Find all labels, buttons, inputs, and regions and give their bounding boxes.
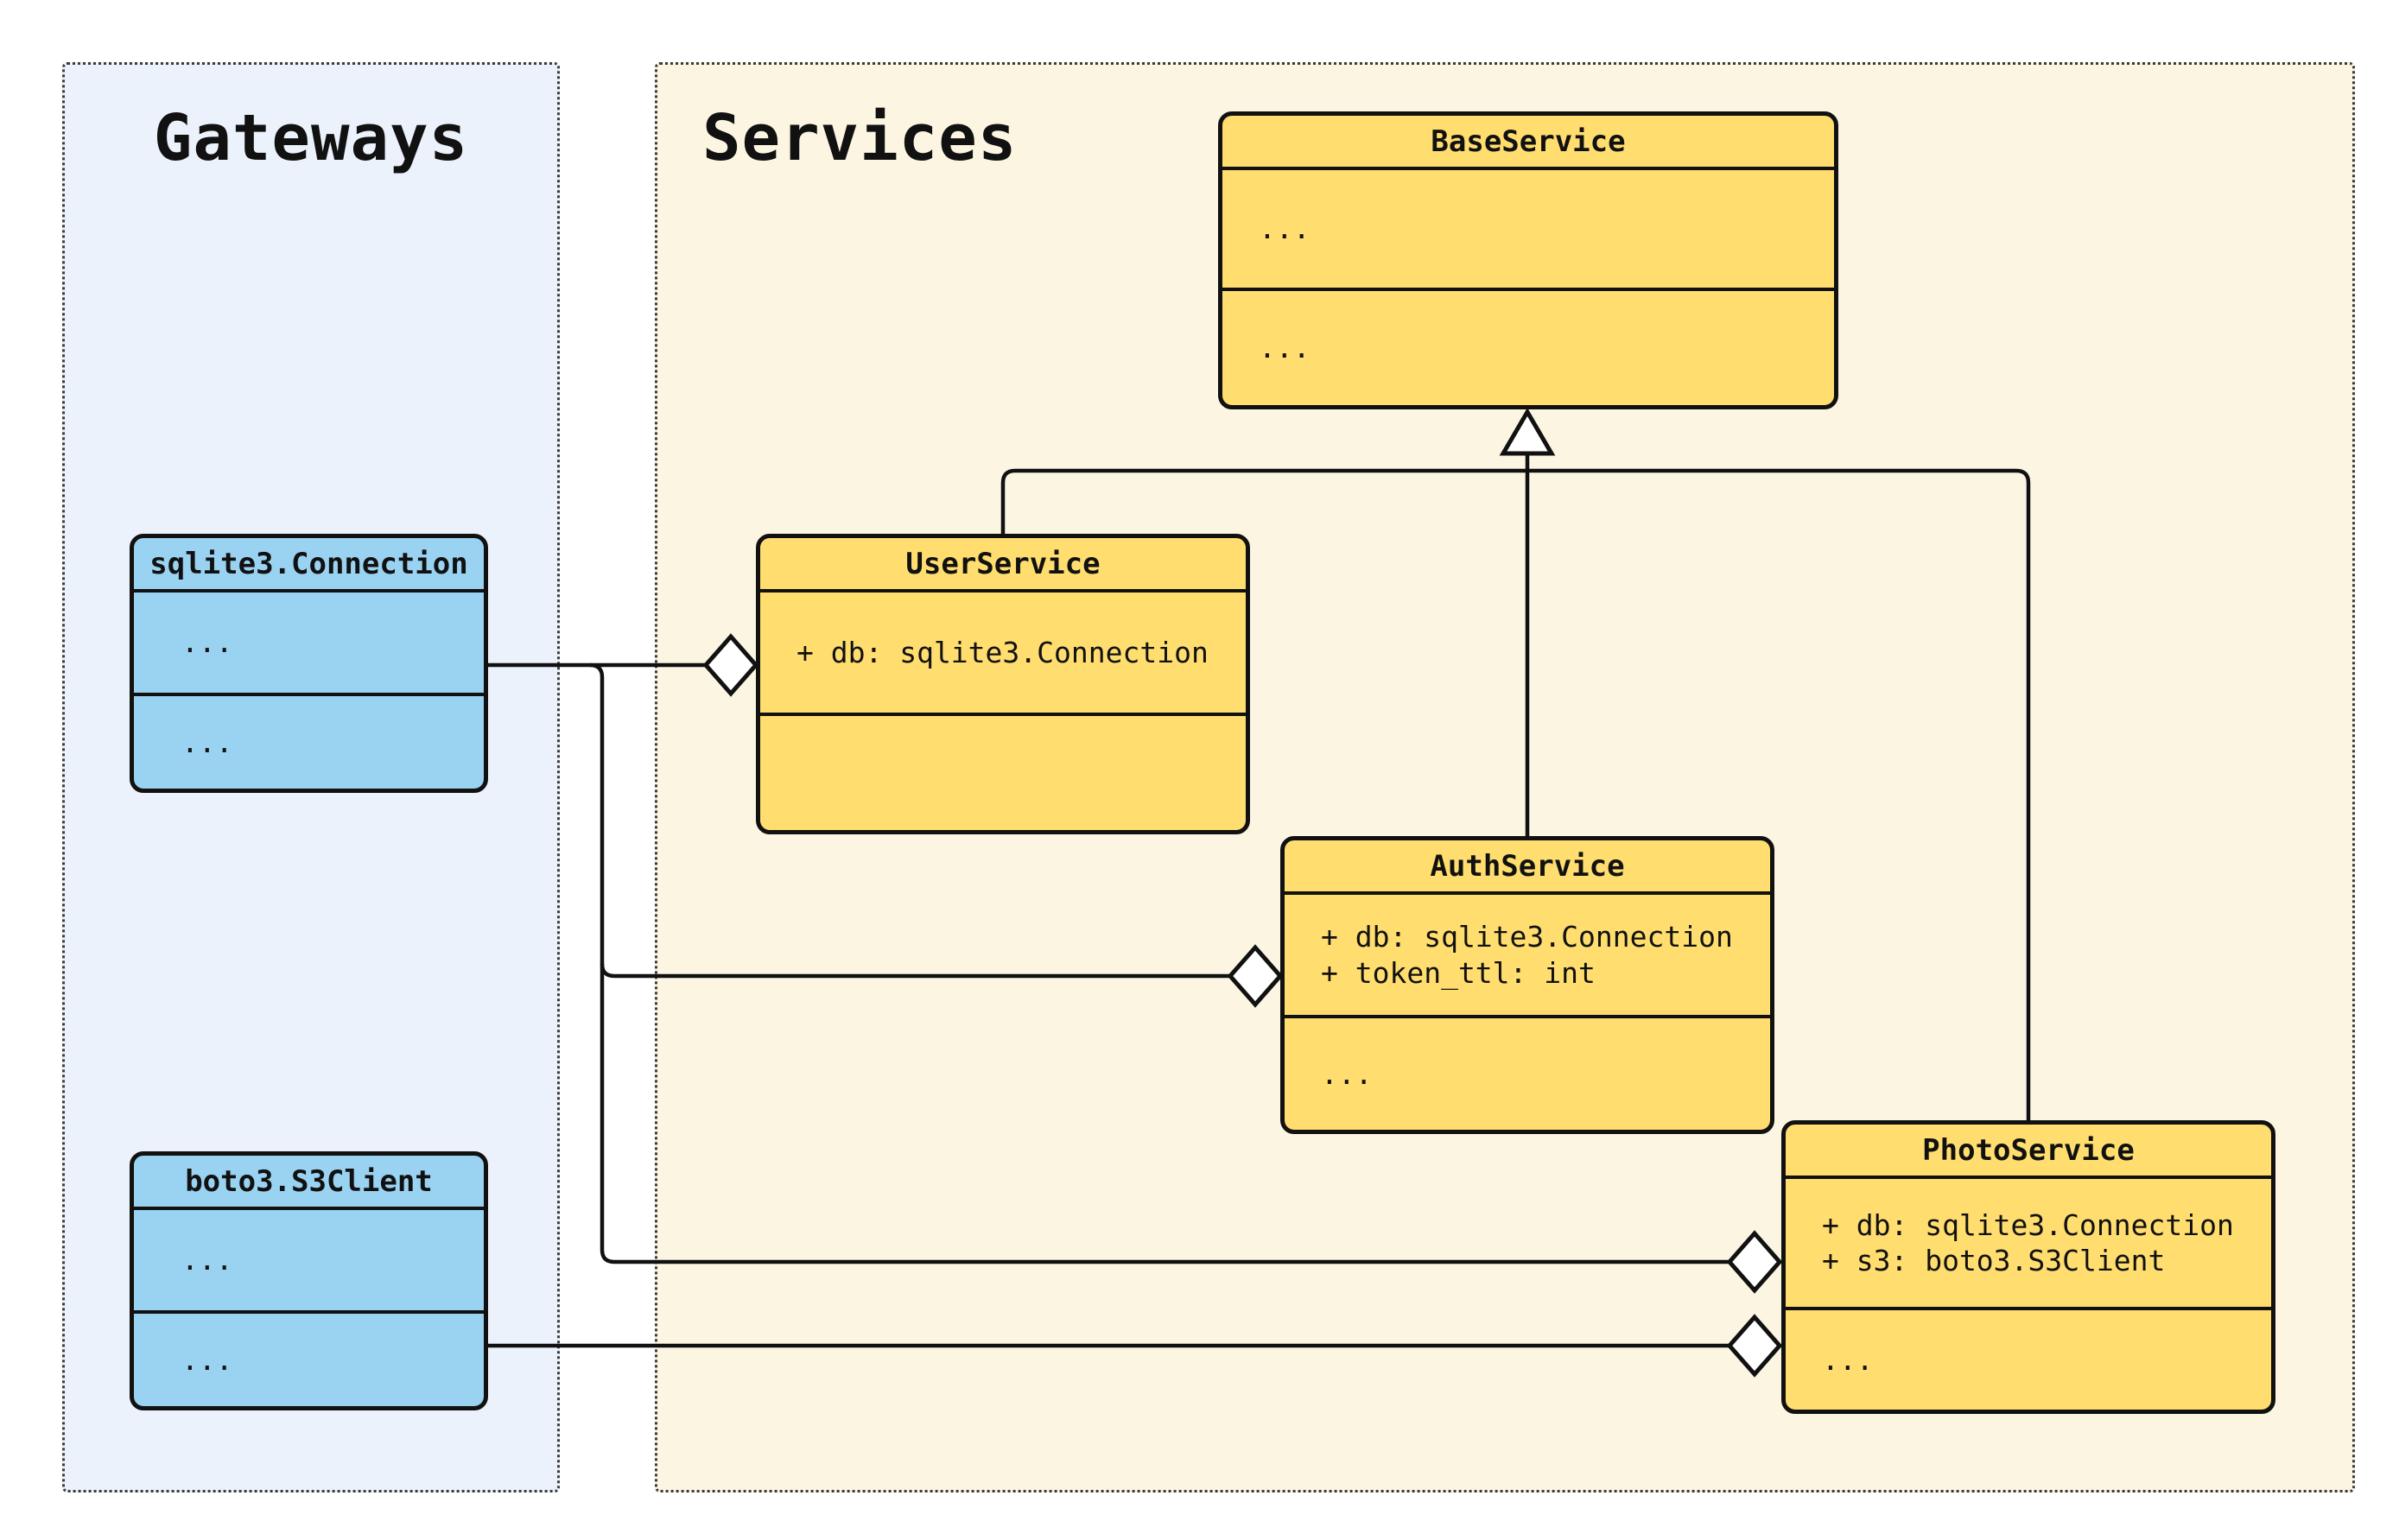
method-line: ... [1321,1056,1373,1091]
class-attributes: ... [134,1207,484,1310]
class-attributes: ... [134,589,484,693]
class-attributes: + db: sqlite3.Connection + s3: boto3.S3C… [1786,1176,2271,1307]
class-methods: ... [134,1310,484,1406]
class-attributes: + db: sqlite3.Connection + token_ttl: in… [1285,891,1770,1015]
class-title: BaseService [1431,124,1626,159]
panel-title-services: Services [702,101,1018,175]
panel-title-gateways: Gateways [153,101,469,175]
class-methods [760,713,1246,830]
class-box-sqlite3-connection: sqlite3.Connection ... ... [130,534,488,793]
attribute-line: ... [181,625,233,660]
class-methods: ... [1786,1307,2271,1410]
class-attributes: + db: sqlite3.Connection [760,589,1246,713]
class-box-boto3-s3client: boto3.S3Client ... ... [130,1151,488,1410]
class-attributes: ... [1222,167,1834,288]
class-title: PhotoService [1922,1132,2135,1168]
class-title: sqlite3.Connection [149,546,468,581]
attribute-line: + db: sqlite3.Connection [796,635,1209,669]
class-box-authservice: AuthService + db: sqlite3.Connection + t… [1280,836,1774,1134]
attribute-line: ... [181,1243,233,1277]
method-line: ... [1259,331,1311,365]
attribute-line: ... [1259,212,1311,246]
class-methods: ... [134,693,484,789]
method-line: ... [181,1342,233,1377]
class-title: UserService [905,546,1101,581]
class-title: boto3.S3Client [185,1163,433,1199]
class-box-userservice: UserService + db: sqlite3.Connection [756,534,1250,834]
class-methods: ... [1285,1015,1770,1130]
class-box-photoservice: PhotoService + db: sqlite3.Connection + … [1781,1120,2275,1414]
attribute-line: + db: sqlite3.Connection [1822,1207,2234,1242]
class-methods: ... [1222,288,1834,405]
method-line: ... [1822,1342,1874,1377]
class-box-baseservice: BaseService ... ... [1218,111,1838,409]
method-line: ... [181,725,233,759]
class-title: AuthService [1430,848,1625,884]
attribute-line: + db: sqlite3.Connection [1321,920,1733,954]
attribute-line: + s3: boto3.S3Client [1822,1244,2166,1277]
attribute-line: + token_ttl: int [1321,955,1596,990]
